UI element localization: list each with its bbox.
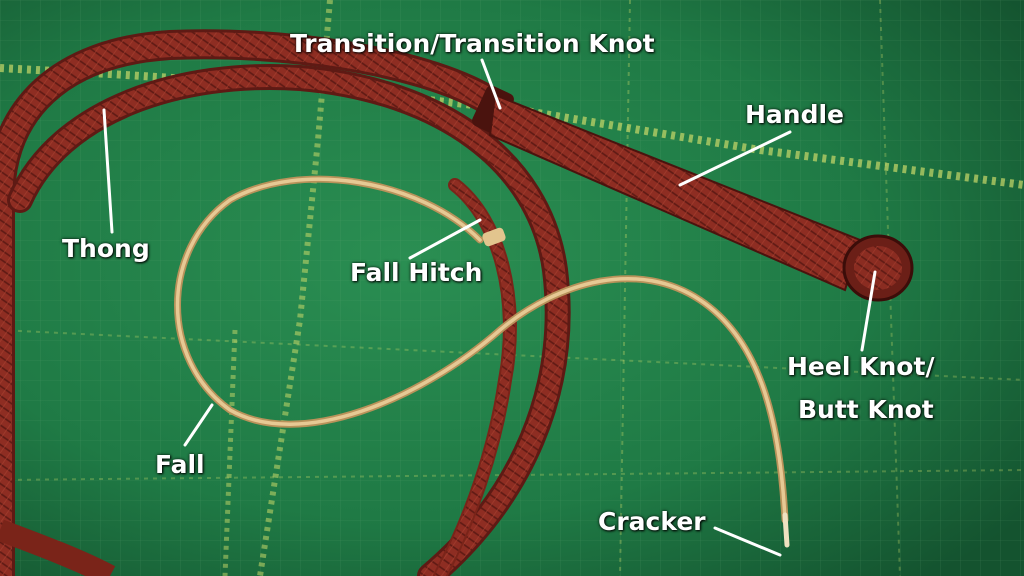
label-fall-hitch: Fall Hitch [350, 258, 483, 287]
leader-lines [102, 58, 877, 557]
label-thong: Thong [62, 234, 150, 263]
label-transition-knot: Transition/Transition Knot [290, 29, 655, 58]
label-heel-knot-line1: Heel Knot/ [787, 352, 935, 381]
cracker-tip [782, 512, 790, 548]
label-heel-knot-line2: Butt Knot [798, 395, 934, 424]
label-fall: Fall [155, 450, 205, 479]
handle [488, 93, 862, 292]
label-cracker: Cracker [598, 507, 706, 536]
fall-hitch-knot [482, 227, 506, 247]
label-handle: Handle [745, 100, 845, 129]
